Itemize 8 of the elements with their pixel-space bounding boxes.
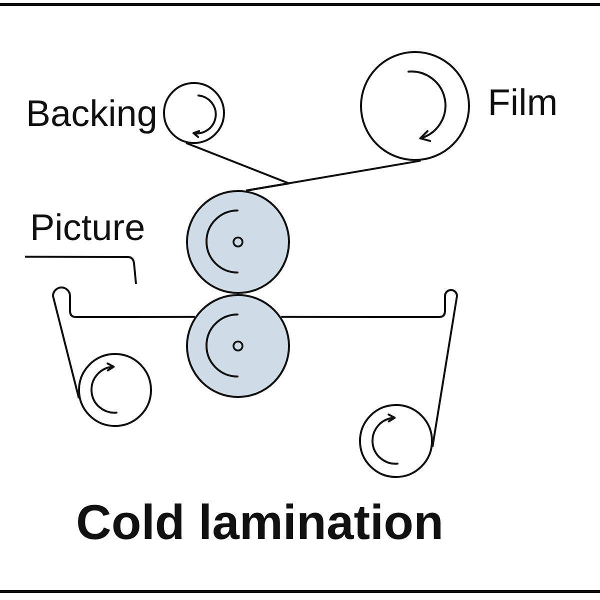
roll-label: Film xyxy=(488,84,558,120)
web-line xyxy=(246,160,421,192)
diagram-title: Cold lamination xyxy=(76,498,444,548)
web-line xyxy=(281,289,458,447)
web-line xyxy=(52,286,195,399)
roll-label: Backing xyxy=(26,94,158,132)
web-line xyxy=(25,256,137,284)
material-label: Picture xyxy=(30,208,146,257)
